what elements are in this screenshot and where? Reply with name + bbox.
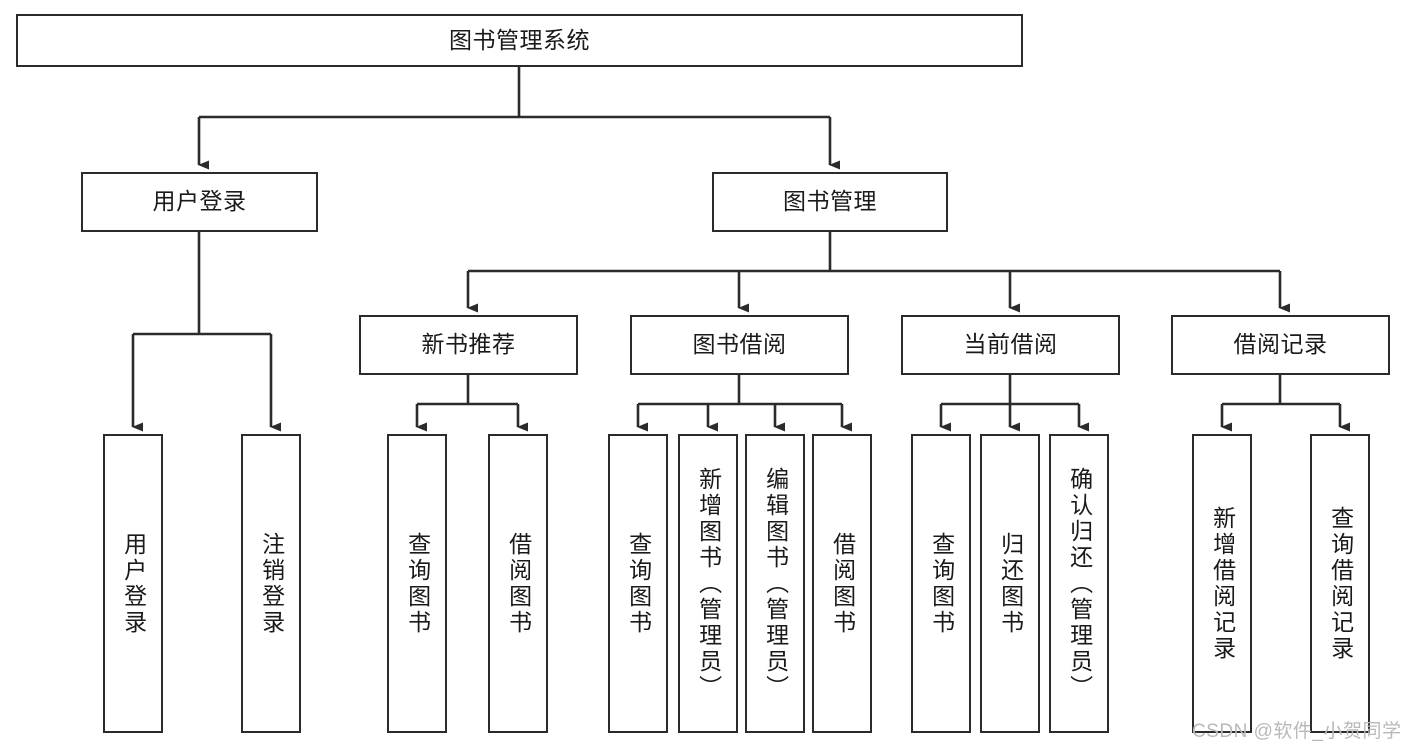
node-leaf-borrow-book-2[interactable]: 借阅图书 (812, 434, 872, 733)
node-label: 新书推荐 (421, 331, 516, 358)
node-label: 注销登录 (258, 531, 285, 636)
node-label: 借阅图书 (505, 531, 532, 636)
node-label: 查询图书 (404, 531, 431, 636)
node-label: 用户登录 (120, 531, 147, 636)
node-label: 当前借阅 (963, 331, 1058, 358)
node-user-login[interactable]: 用户登录 (81, 172, 318, 232)
node-label: 查询借阅记录 (1327, 505, 1354, 662)
node-label: 图书管理 (783, 188, 877, 215)
node-label: 新增图书（管理员） (695, 466, 722, 701)
node-label: 编辑图书（管理员） (762, 466, 789, 701)
node-leaf-add-book[interactable]: 新增图书（管理员） (678, 434, 738, 733)
node-leaf-query-book-2[interactable]: 查询图书 (608, 434, 668, 733)
node-label: 借阅记录 (1233, 331, 1328, 358)
node-label: 图书借阅 (692, 331, 787, 358)
node-label: 用户登录 (152, 188, 247, 215)
node-current-borrow[interactable]: 当前借阅 (901, 315, 1120, 375)
node-leaf-query-record[interactable]: 查询借阅记录 (1310, 434, 1370, 733)
node-label: 确认归还（管理员） (1066, 466, 1093, 701)
node-book-management[interactable]: 图书管理 (712, 172, 948, 232)
csdn-watermark: CSDN @软件_小贺同学 (1192, 721, 1402, 742)
node-leaf-borrow-book-1[interactable]: 借阅图书 (488, 434, 548, 733)
node-label: 借阅图书 (829, 531, 856, 636)
node-label: 归还图书 (997, 531, 1024, 636)
node-leaf-return-book[interactable]: 归还图书 (980, 434, 1040, 733)
node-book-borrow[interactable]: 图书借阅 (630, 315, 849, 375)
node-leaf-confirm-return[interactable]: 确认归还（管理员） (1049, 434, 1109, 733)
node-leaf-user-login[interactable]: 用户登录 (103, 434, 163, 733)
node-borrow-record[interactable]: 借阅记录 (1171, 315, 1390, 375)
node-leaf-query-book-1[interactable]: 查询图书 (387, 434, 447, 733)
node-leaf-user-logout[interactable]: 注销登录 (241, 434, 301, 733)
node-label: 图书管理系统 (449, 26, 590, 53)
node-label: 查询图书 (928, 531, 955, 636)
node-leaf-add-record[interactable]: 新增借阅记录 (1192, 434, 1252, 733)
node-leaf-query-book-3[interactable]: 查询图书 (911, 434, 971, 733)
node-root-book-management-system[interactable]: 图书管理系统 (16, 14, 1023, 67)
node-label: 查询图书 (625, 531, 652, 636)
node-new-book-recommend[interactable]: 新书推荐 (359, 315, 578, 375)
node-leaf-edit-book[interactable]: 编辑图书（管理员） (745, 434, 805, 733)
node-label: 新增借阅记录 (1209, 505, 1236, 662)
